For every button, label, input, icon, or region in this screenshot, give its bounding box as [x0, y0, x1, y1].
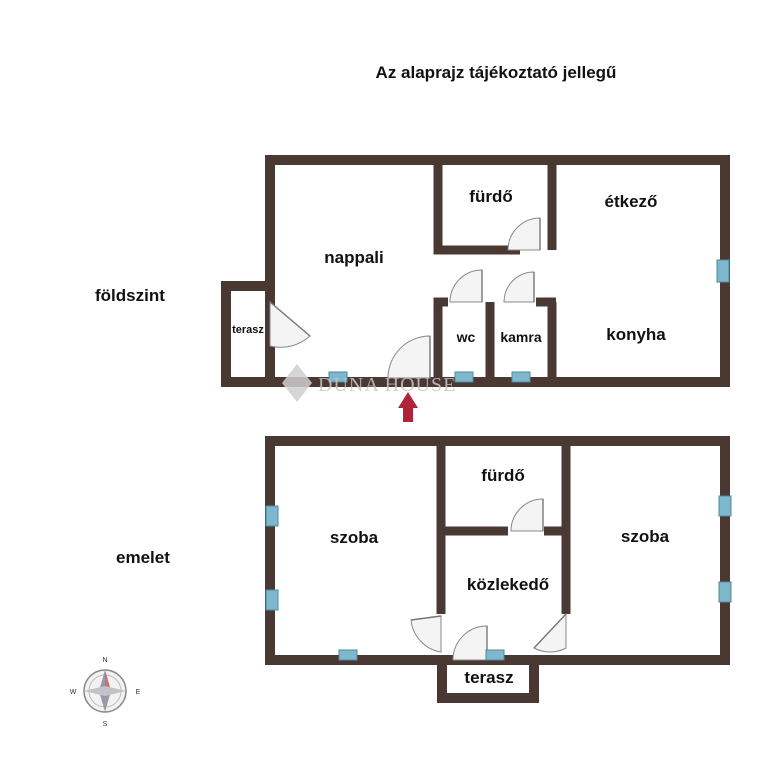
- room-label-konyha: konyha: [606, 325, 666, 344]
- watermark-text: DUNA HOUSE: [318, 374, 456, 396]
- window: [454, 371, 474, 383]
- entrance-arrow-icon: [398, 392, 418, 422]
- upper-floor-plan: szoba fürdő közlekedő szoba terasz: [265, 436, 732, 703]
- room-label-kozlekedo: közlekedő: [467, 575, 549, 594]
- window: [718, 495, 732, 517]
- room-label-szoba-right: szoba: [621, 527, 670, 546]
- window: [328, 371, 348, 383]
- ground-floor-plan: nappali fürdő étkező konyha wc kamra ter…: [221, 155, 730, 422]
- window: [718, 581, 732, 603]
- room-label-furdo-upper: fürdő: [481, 466, 524, 485]
- room-label-terasz-upper: terasz: [464, 668, 513, 687]
- upper-bath-door: [510, 498, 544, 532]
- room-label-nappali: nappali: [324, 248, 384, 267]
- kamra-door: [503, 271, 535, 303]
- window: [716, 259, 730, 283]
- window: [485, 649, 505, 661]
- room-label-wc: wc: [456, 329, 476, 345]
- window: [265, 505, 279, 527]
- ground-bath-wall: [433, 160, 520, 255]
- terrace-door: [269, 300, 311, 348]
- room-label-kamra: kamra: [500, 329, 541, 345]
- left-room-door: [410, 615, 442, 653]
- window: [265, 589, 279, 611]
- ground-floor-label: földszint: [95, 286, 165, 305]
- wc-door: [449, 269, 483, 303]
- wc-left-wall: [433, 297, 448, 382]
- watermark-logo-icon: [282, 364, 312, 402]
- watermark: DUNA HOUSE: [282, 364, 456, 402]
- room-label-furdo: fürdő: [469, 187, 512, 206]
- compass-north: N: [102, 657, 107, 664]
- entrance-door: [387, 335, 431, 379]
- window: [511, 371, 531, 383]
- room-label-terasz: terasz: [232, 324, 264, 336]
- room-label-etkezo: étkező: [605, 192, 658, 211]
- window: [338, 649, 358, 661]
- compass-south: S: [103, 721, 108, 728]
- bath-door: [507, 217, 541, 251]
- plan-disclaimer: Az alaprajz tájékoztató jellegű: [376, 63, 617, 82]
- room-label-szoba-left: szoba: [330, 528, 379, 547]
- compass-west: W: [70, 689, 77, 696]
- compass-east: E: [136, 689, 141, 696]
- upper-floor-label: emelet: [116, 548, 170, 567]
- terrace-door-upper: [452, 625, 488, 661]
- compass-rose-icon: N S E W: [70, 657, 141, 728]
- right-room-door: [533, 612, 567, 653]
